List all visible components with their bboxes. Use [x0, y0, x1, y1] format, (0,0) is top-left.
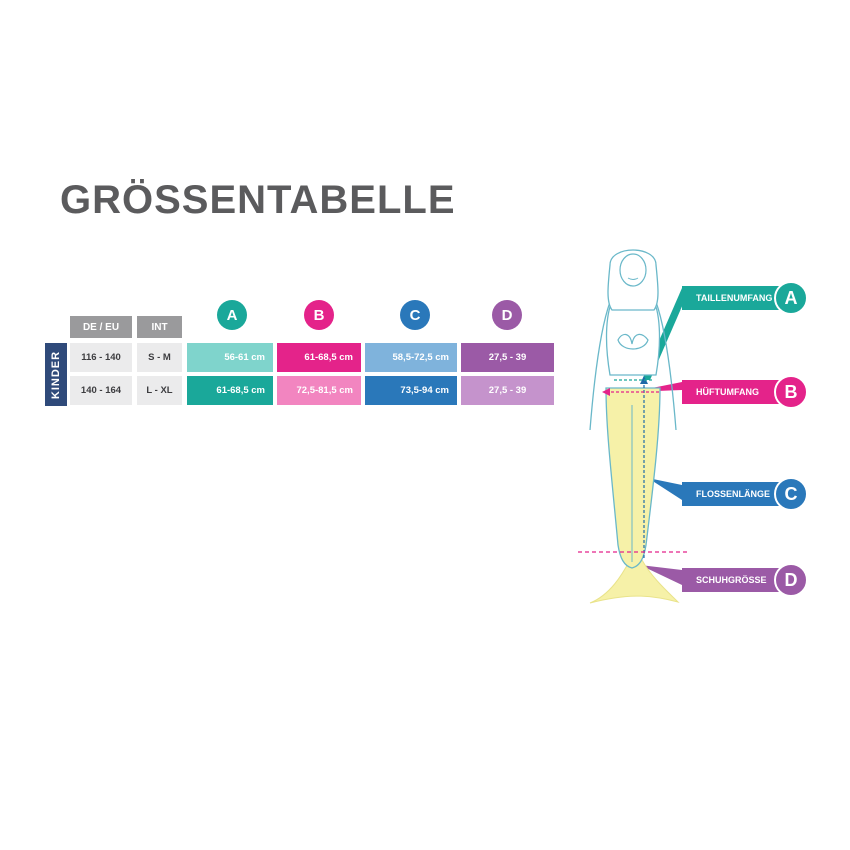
callout-b-badge: B — [774, 375, 808, 409]
row-1-int: S - M — [137, 343, 182, 372]
row-2-c: 73,5-94 cm — [365, 376, 457, 405]
callout-d-badge: D — [774, 563, 808, 597]
row-1-b: 61-68,5 cm — [277, 343, 361, 372]
row-1-de-eu: 116 - 140 — [70, 343, 132, 372]
tail-body — [605, 387, 661, 569]
column-d-badge: D — [492, 300, 522, 330]
callout-d-connector — [640, 565, 682, 585]
row-1-c: 58,5-72,5 cm — [365, 343, 457, 372]
callout-c-connector — [648, 478, 682, 500]
callout-a-label: TAILLENUMFANG — [682, 286, 792, 310]
fin-shape — [589, 559, 680, 604]
column-b-badge: B — [304, 300, 334, 330]
row-2-int: L - XL — [137, 376, 182, 405]
callout-c-badge: C — [774, 477, 808, 511]
row-2-d: 27,5 - 39 — [461, 376, 554, 405]
mermaid-figure-illustration — [578, 249, 690, 604]
column-c-badge: C — [400, 300, 430, 330]
callout-c-label: FLOSSENLÄNGE — [682, 482, 792, 506]
header-de-eu: DE / EU — [70, 316, 132, 338]
row-2-a: 61-68,5 cm — [187, 376, 273, 405]
row-1-a: 56-61 cm — [187, 343, 273, 372]
row-2-de-eu: 140 - 164 — [70, 376, 132, 405]
page-title: GRÖSSENTABELLE — [60, 178, 456, 222]
row-2-b: 72,5-81,5 cm — [277, 376, 361, 405]
row-1-d: 27,5 - 39 — [461, 343, 554, 372]
group-label-kinder: KINDER — [45, 343, 67, 406]
callout-d-label: SCHUHGRÖSSE — [682, 568, 792, 592]
callout-a-badge: A — [774, 281, 808, 315]
callout-b-label: HÜFTUMFANG — [682, 380, 792, 404]
header-int: INT — [137, 316, 182, 338]
column-a-badge: A — [217, 300, 247, 330]
